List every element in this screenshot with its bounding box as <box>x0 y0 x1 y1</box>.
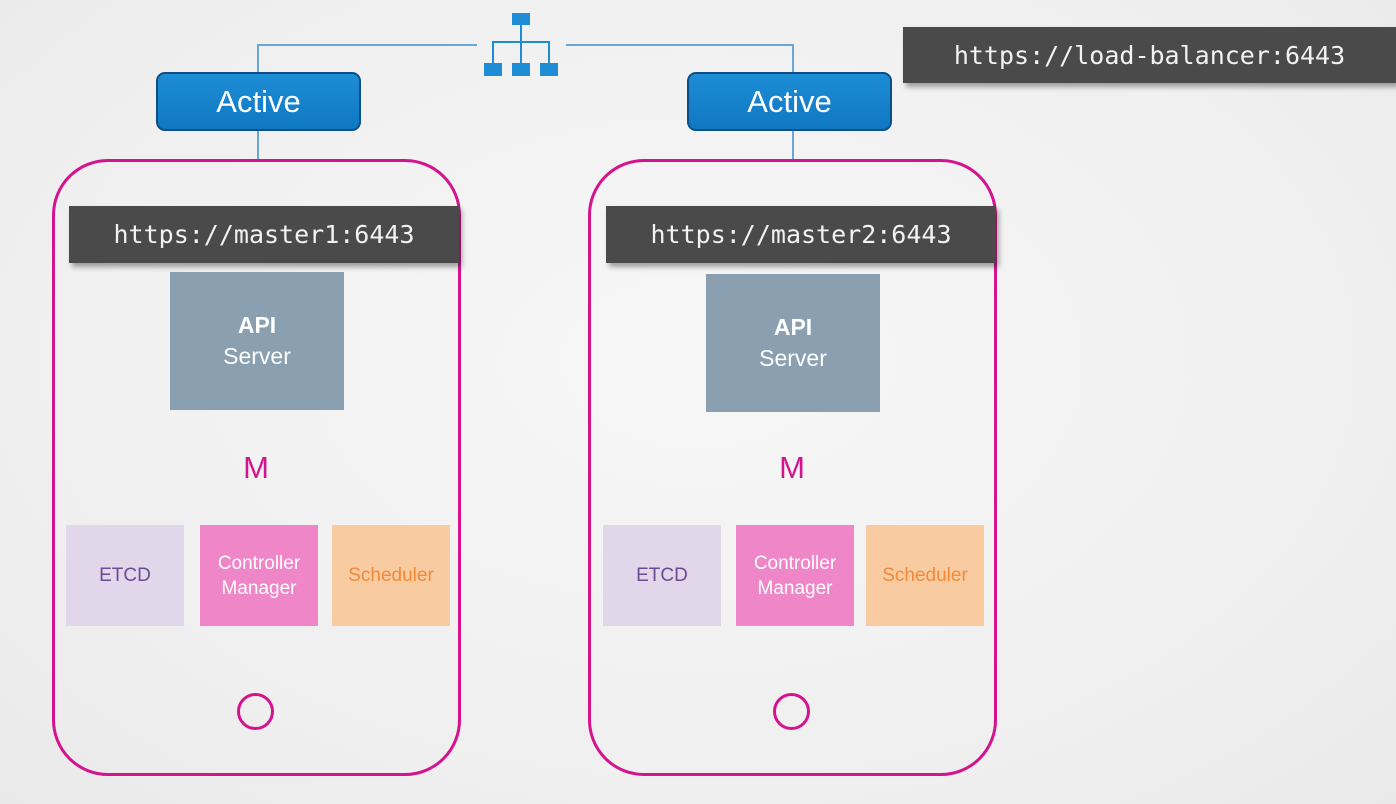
master2-etcd: ETCD <box>603 525 721 626</box>
master1-etcd: ETCD <box>66 525 184 626</box>
master1-scheduler: Scheduler <box>332 525 450 626</box>
connector-horizontal-left <box>257 44 477 46</box>
controller-manager-line2: Manager <box>757 577 833 599</box>
scheduler-label: Scheduler <box>882 565 968 586</box>
master2-home-button-icon <box>773 693 810 730</box>
connector-vertical-left-top <box>257 44 259 74</box>
etcd-label: ETCD <box>636 565 688 586</box>
master2-scheduler: Scheduler <box>866 525 984 626</box>
api-server-title: API <box>237 312 277 338</box>
api-server-subtitle: Server <box>759 345 827 371</box>
controller-manager-label: Controller Manager <box>754 551 836 601</box>
master2-api-server: API Server <box>706 274 880 412</box>
master1-label: M <box>243 450 269 485</box>
controller-manager-line2: Manager <box>221 577 297 599</box>
master2-active-badge: Active <box>687 72 892 131</box>
api-server-subtitle: Server <box>223 343 291 369</box>
master1-node <box>52 159 461 776</box>
controller-manager-label: Controller Manager <box>218 551 300 601</box>
connector-vertical-right-top <box>792 44 794 74</box>
master1-api-server: API Server <box>170 272 344 410</box>
api-server-title: API <box>773 314 813 340</box>
etcd-label: ETCD <box>99 565 151 586</box>
master2-node <box>588 159 997 776</box>
master1-controller-manager: Controller Manager <box>200 525 318 626</box>
controller-manager-line1: Controller <box>217 552 301 574</box>
connector-horizontal-right <box>566 44 793 46</box>
master1-home-button-icon <box>237 693 274 730</box>
connector-vertical-right-bottom <box>792 131 794 160</box>
master2-controller-manager: Controller Manager <box>736 525 854 626</box>
network-hierarchy-icon <box>484 13 558 76</box>
master1-active-badge: Active <box>156 72 361 131</box>
controller-manager-line1: Controller <box>753 552 837 574</box>
master2-url: https://master2:6443 <box>606 206 996 263</box>
master1-url: https://master1:6443 <box>69 206 459 263</box>
scheduler-label: Scheduler <box>348 565 434 586</box>
load-balancer-url: https://load-balancer:6443 <box>903 27 1396 83</box>
connector-vertical-left-bottom <box>257 131 259 160</box>
master2-label: M <box>779 450 805 485</box>
